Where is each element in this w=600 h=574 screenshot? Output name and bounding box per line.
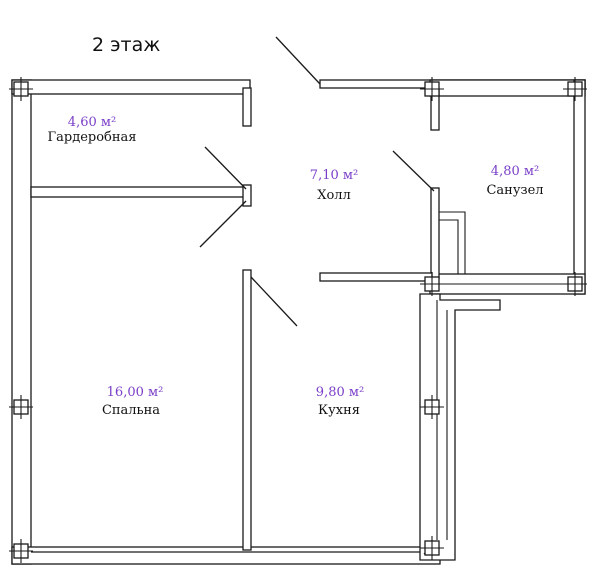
hall-name-label: Холл (317, 188, 351, 203)
outer-walls (11, 79, 586, 565)
bottom-wall (11, 546, 441, 565)
bathroom-right-wall (573, 79, 586, 295)
hall-post (242, 184, 252, 207)
top-left-wall (11, 79, 251, 95)
bathroom-area-label: 4,80 м² (491, 164, 539, 179)
bathroom-left-wall (430, 187, 440, 279)
column-marker (563, 77, 587, 101)
column-marker (420, 536, 444, 560)
bathroom-name-label: Санузел (486, 183, 543, 198)
entrance-door-line (275, 36, 321, 85)
column-marker (9, 395, 33, 419)
wardrobe-wall-stub (242, 87, 252, 127)
column-marker (9, 77, 33, 101)
column-marker (420, 77, 444, 101)
floor-title: 2 этаж (92, 34, 160, 56)
column-markers (9, 77, 587, 563)
column-marker (9, 539, 33, 563)
door-lines (199, 36, 438, 555)
hall-area-label: 7,10 м² (310, 168, 358, 183)
column-marker (563, 272, 587, 296)
kitchen-door-line (250, 276, 298, 327)
column-marker (420, 395, 444, 419)
kitchen-area-label: 9,80 м² (316, 385, 364, 400)
hall-kitchen-wall (319, 272, 433, 282)
bedroom-area-label: 16,00 м² (107, 385, 164, 400)
bedroom-name-label: Спальна (102, 403, 160, 418)
wardrobe-name-label: Гардеробная (48, 130, 137, 145)
wardrobe-bedroom-wall (30, 186, 245, 198)
bathroom-door-line (392, 150, 435, 192)
wardrobe-door-line (204, 146, 247, 190)
room-labels: 4,60 м² Гардеробная 7,10 м² Холл 4,80 м²… (48, 115, 544, 418)
interior-walls (30, 87, 466, 551)
bedroom-door-line (199, 200, 247, 248)
left-wall (11, 79, 32, 565)
bedroom-kitchen-wall (242, 269, 252, 551)
wardrobe-area-label: 4,60 м² (68, 115, 116, 130)
kitchen-name-label: Кухня (318, 403, 360, 418)
column-marker (420, 272, 444, 296)
kitchen-right-wall (419, 293, 501, 561)
